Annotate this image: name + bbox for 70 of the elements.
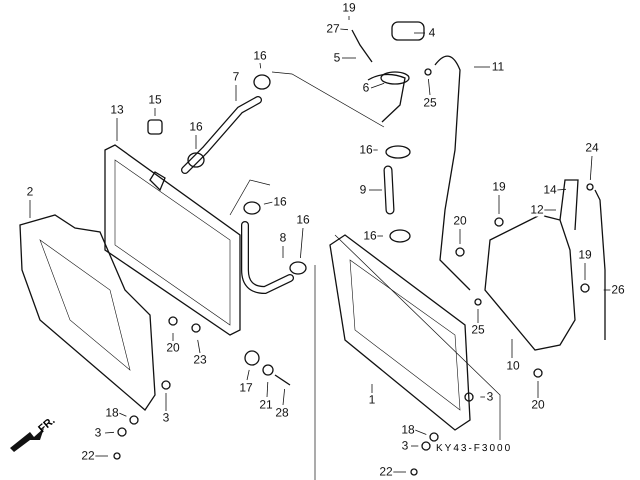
- leader-line: [118, 412, 127, 417]
- callout-number: 16: [295, 214, 311, 226]
- callout-number: 28: [274, 406, 290, 420]
- callout-number: 3: [486, 390, 494, 404]
- callout-number: 27: [325, 22, 341, 36]
- leader-line: [104, 432, 114, 434]
- callout-number: 2: [26, 186, 34, 198]
- leader-line: [370, 82, 385, 88]
- leader-line: [282, 388, 285, 406]
- leader-line: [266, 382, 268, 398]
- callout-number: 8: [278, 232, 288, 244]
- callout-number: 15: [147, 94, 163, 106]
- leader-line: [172, 332, 174, 342]
- callout-number: 13: [109, 104, 125, 116]
- callout-number: 1: [368, 394, 376, 406]
- callout-number: 23: [192, 354, 208, 366]
- callout-number: 3: [162, 412, 170, 424]
- callout-number: 24: [584, 142, 600, 154]
- leader-line: [414, 32, 426, 34]
- callout-number: 16: [252, 50, 268, 62]
- leader-line: [260, 62, 262, 69]
- leader-line: [498, 194, 500, 214]
- callout-number: 9: [358, 184, 368, 196]
- callout-number: 20: [530, 398, 546, 412]
- leader-line: [348, 16, 350, 20]
- callout-number: 16: [272, 196, 288, 208]
- leader-line: [116, 118, 118, 142]
- callout-number: 19: [341, 2, 357, 14]
- callout-number: 25: [422, 96, 438, 110]
- callout-number: 17: [238, 382, 254, 394]
- leader-line: [197, 340, 200, 354]
- callout-number: 16: [362, 230, 378, 242]
- callout-number: 18: [400, 424, 416, 436]
- leader-line: [428, 78, 430, 96]
- callout-number: 7: [232, 70, 240, 84]
- callout-number: 22: [378, 466, 394, 478]
- leader-line: [300, 228, 304, 258]
- callout-number: 21: [258, 398, 274, 412]
- callout-number: 11: [490, 60, 506, 74]
- leader-line: [474, 66, 490, 68]
- leader-line: [584, 262, 586, 280]
- callout-number: 14: [542, 184, 558, 196]
- callout-number: 12: [529, 204, 545, 216]
- callout-number: 19: [577, 248, 593, 262]
- leader-line: [556, 188, 566, 190]
- leader-line: [246, 370, 250, 380]
- leader-line: [414, 430, 427, 435]
- direction-label: FR.: [36, 414, 58, 436]
- callout-number: 16: [188, 120, 204, 134]
- leader-line: [480, 396, 486, 398]
- callout-number: 18: [104, 406, 120, 420]
- callout-number: 5: [332, 52, 342, 64]
- callout-number: 4: [428, 26, 436, 40]
- callout-number: 3: [94, 426, 102, 440]
- callout-number: 25: [470, 324, 486, 336]
- drawing-code: KY43-F3000: [436, 443, 512, 454]
- callout-number: 20: [165, 342, 181, 354]
- callout-number: 19: [491, 180, 507, 194]
- callout-number: 26: [610, 284, 626, 296]
- callout-number: 16: [358, 144, 374, 156]
- callout-number: 20: [452, 214, 468, 228]
- leader-line: [590, 156, 592, 180]
- callout-number: 22: [80, 450, 96, 462]
- callout-number: 6: [362, 82, 370, 94]
- leader-line: [282, 246, 284, 258]
- leader-line: [154, 108, 156, 116]
- leader-line: [264, 202, 274, 204]
- callout-number: 10: [505, 360, 521, 372]
- callout-number: 3: [400, 440, 410, 452]
- leader-line: [340, 28, 348, 30]
